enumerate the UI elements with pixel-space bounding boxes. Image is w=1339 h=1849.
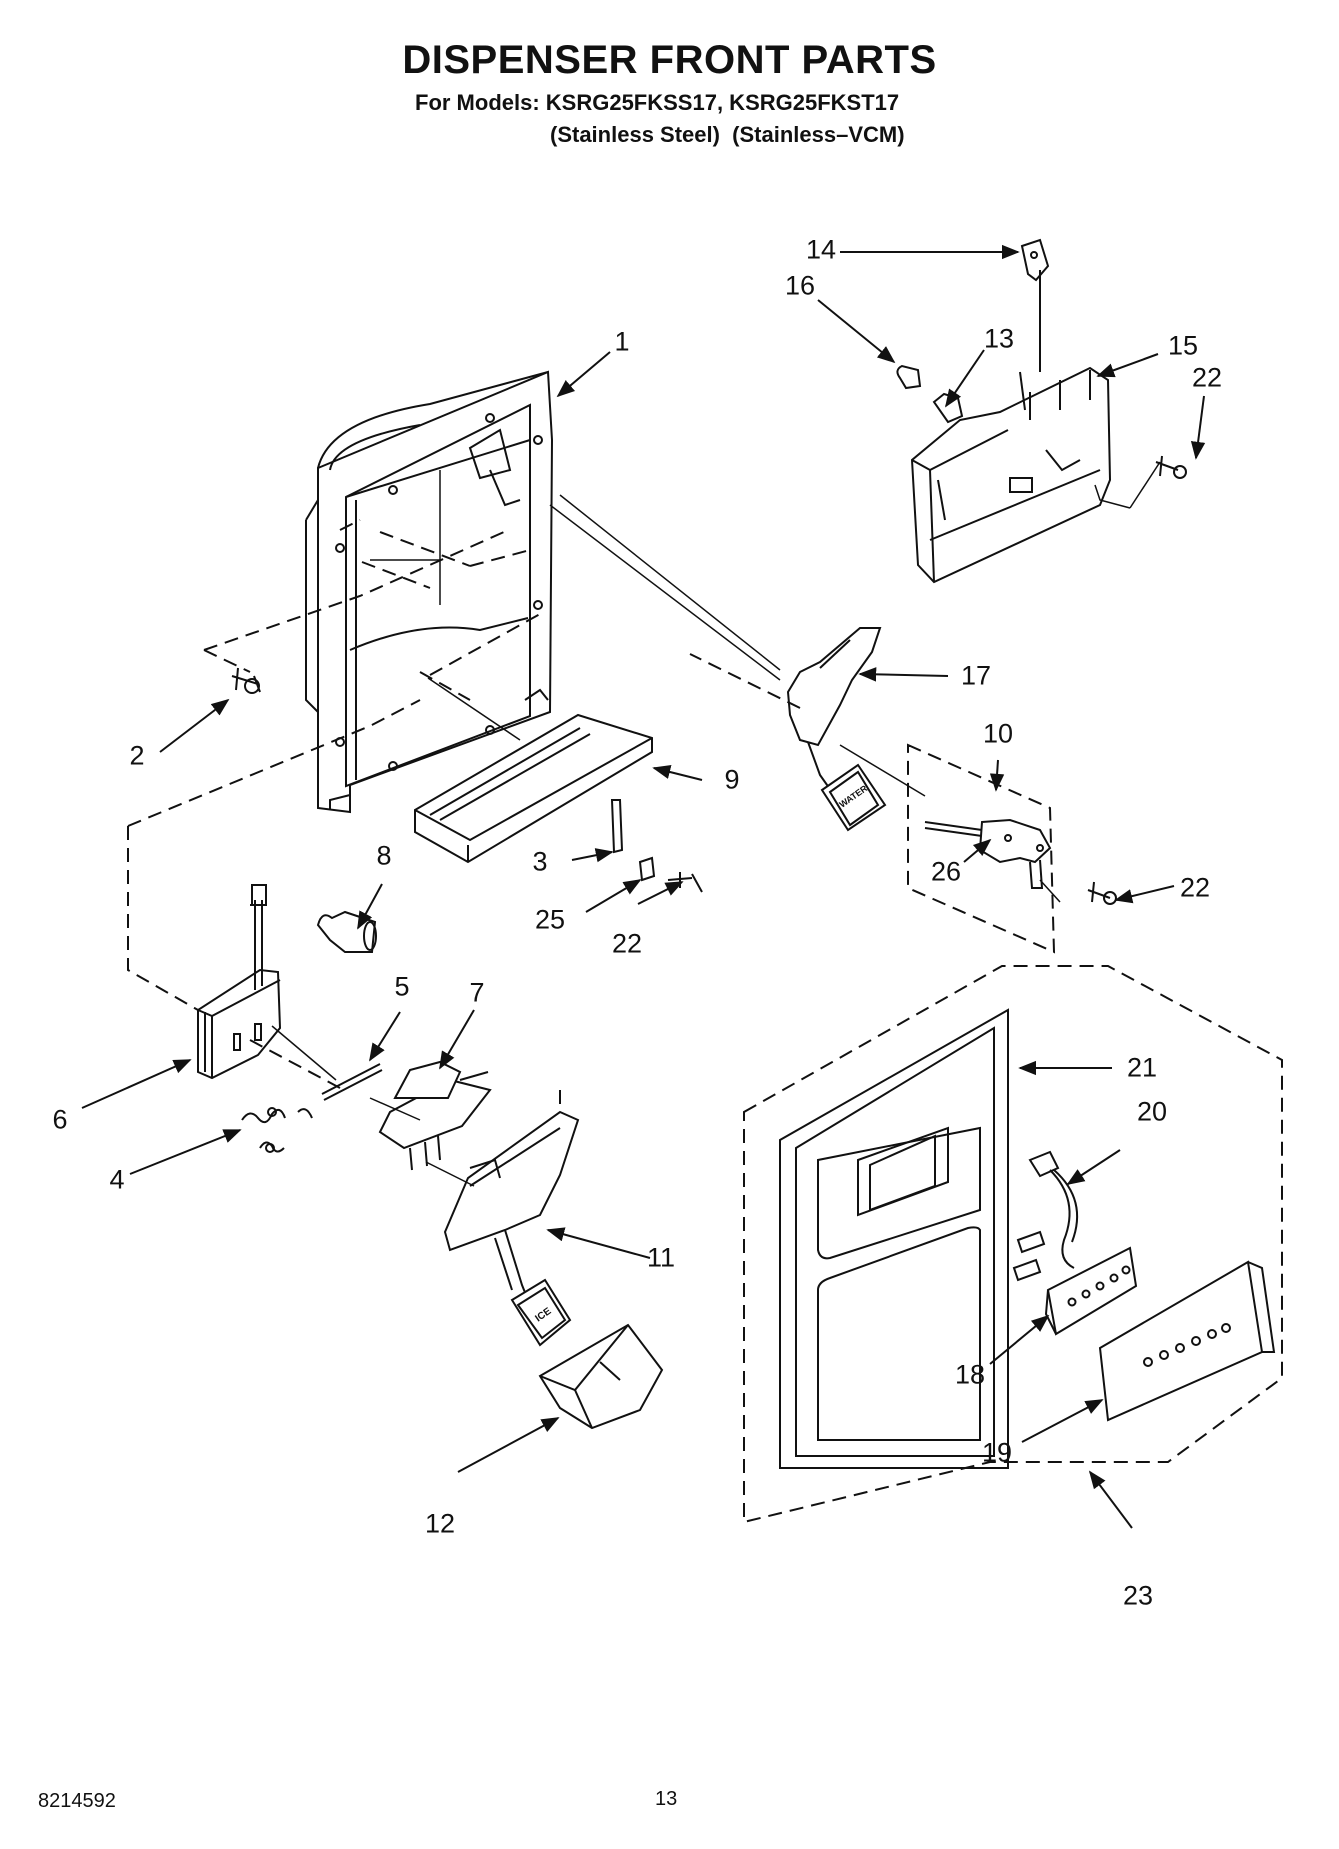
callout-8: 8: [376, 840, 392, 871]
ice-lever-part: [443, 1110, 580, 1347]
ice-chute-part: [538, 1323, 664, 1430]
document-number: 8214592: [38, 1790, 116, 1812]
callout-16: 16: [784, 270, 816, 301]
model-numbers: For Models: KSRG25FKSS17, KSRG25FKST17: [415, 90, 900, 115]
assembly-group-outlines: [127, 519, 1283, 1524]
callout-1: 1: [614, 326, 630, 357]
callout-4: 4: [109, 1164, 125, 1195]
drip-tray-part: [414, 713, 653, 864]
upper-housing-part: [896, 238, 1112, 584]
callout-5: 5: [394, 971, 410, 1002]
control-board-part: [1044, 1246, 1138, 1336]
model-finishes: (Stainless Steel) (Stainless–VCM): [550, 122, 905, 147]
callout-18: 18: [954, 1359, 986, 1390]
actuator-part: [378, 1060, 492, 1171]
connector-lines: [271, 461, 1161, 1187]
solenoid-box-part: [197, 884, 282, 1080]
callout-13: 13: [983, 323, 1015, 354]
callout-15: 15: [1167, 330, 1199, 361]
callout-22-top: 22: [1191, 362, 1223, 393]
screw-2-part: [231, 667, 261, 694]
callout-22-center: 22: [611, 928, 643, 959]
callout-21: 21: [1126, 1052, 1158, 1083]
callout-12: 12: [424, 1508, 456, 1539]
water-lever-part: [786, 627, 887, 832]
callout-7: 7: [469, 977, 485, 1008]
callout-19: 19: [981, 1437, 1013, 1468]
callout-6: 6: [52, 1104, 68, 1135]
callout-25: 25: [534, 904, 566, 935]
screw-22-parts: [1087, 455, 1187, 905]
dispenser-housing-part: [305, 370, 554, 814]
callout-26: 26: [930, 856, 962, 887]
touch-overlay-part: [1098, 1260, 1276, 1422]
front-panel-part: [779, 1008, 1009, 1469]
page-number: 13: [655, 1788, 678, 1810]
callout-3: 3: [532, 846, 548, 877]
callout-23: 23: [1122, 1580, 1154, 1611]
callout-17: 17: [960, 660, 992, 691]
callout-9: 9: [724, 764, 740, 795]
callout-22-right: 22: [1179, 872, 1211, 903]
callout-20: 20: [1136, 1096, 1168, 1127]
callout-11: 11: [646, 1242, 676, 1273]
damper-part: [316, 910, 377, 953]
page-title: DISPENSER FRONT PARTS: [402, 38, 937, 82]
callout-14: 14: [805, 234, 837, 265]
callout-2: 2: [129, 740, 145, 771]
pivot-rod-part: [321, 1063, 383, 1101]
callout-10: 10: [982, 718, 1014, 749]
leader-arrows: [81, 244, 1206, 1529]
switch-bracket-part: [924, 818, 1052, 889]
clip-spring-part: [610, 799, 703, 893]
wire-harness-part: [1012, 1150, 1079, 1282]
springs-part: [241, 1107, 313, 1153]
